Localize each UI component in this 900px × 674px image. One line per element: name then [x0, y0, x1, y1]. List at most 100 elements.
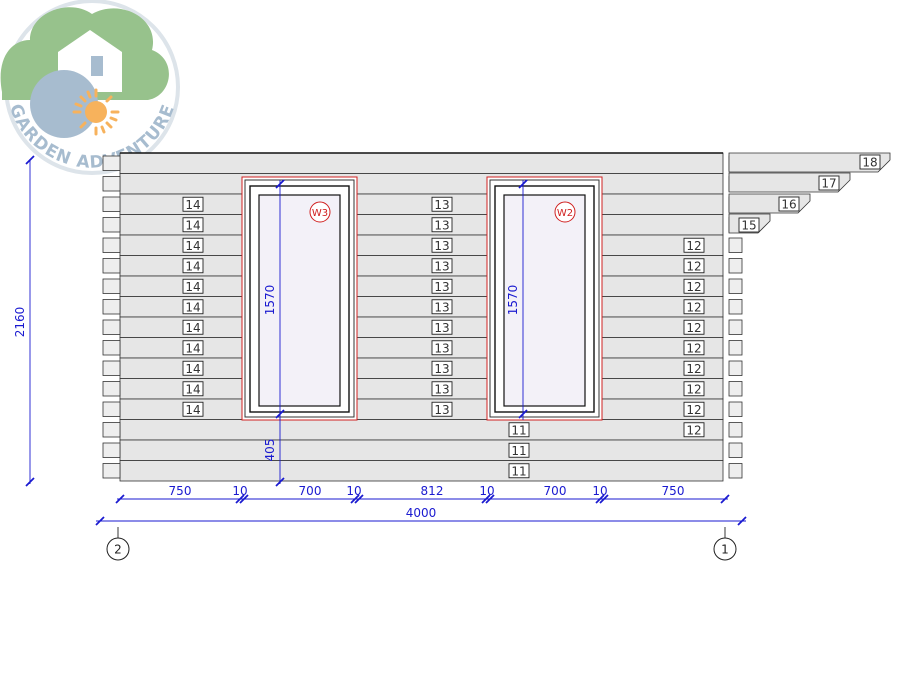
width-segment-label: 10 [232, 484, 247, 498]
log-label-right: 12 [683, 258, 705, 273]
svg-text:13: 13 [434, 362, 449, 376]
width-segment-label: 10 [592, 484, 607, 498]
roof-label: 15 [738, 217, 760, 233]
log-label-right: 12 [683, 381, 705, 396]
log-label-left: 14 [182, 381, 204, 396]
log-labels: 1414141414141414141414131313131313131313… [182, 154, 881, 478]
window-mark-circle [554, 201, 576, 223]
log-end-left [102, 258, 121, 274]
sill-height-dimension: 405 [263, 414, 285, 487]
log-label-middle: 13 [431, 340, 453, 355]
log-label-left: 14 [182, 401, 204, 417]
svg-text:1: 1 [721, 543, 729, 557]
log-label-middle: 13 [431, 401, 453, 417]
wall-log [119, 275, 724, 297]
height-dimension: 2160 [13, 155, 35, 487]
log-label-right: 12 [683, 319, 705, 335]
log-end-right [728, 258, 743, 274]
svg-text:13: 13 [434, 280, 449, 294]
log-end-right [728, 463, 743, 479]
log-end-right [728, 381, 743, 397]
window-w3: W3 [241, 176, 358, 421]
svg-text:13: 13 [434, 218, 449, 232]
log-label-right: 12 [683, 360, 705, 376]
log-end-right [728, 442, 743, 458]
svg-text:14: 14 [185, 382, 200, 396]
wall-log [119, 234, 724, 256]
svg-text:17: 17 [821, 177, 836, 191]
svg-text:2: 2 [114, 543, 122, 557]
svg-text:14: 14 [185, 259, 200, 273]
wall-log [119, 357, 724, 379]
log-label-middle: 13 [431, 258, 453, 273]
window-height-dimension: 1570 [506, 179, 528, 420]
window-glass [503, 194, 586, 407]
roof-label: 16 [778, 196, 800, 212]
log-label-left: 14 [182, 237, 204, 253]
log-end-left [102, 278, 121, 294]
width-segment-label: 812 [421, 484, 444, 498]
log-end-left [102, 196, 121, 212]
wall-log [119, 152, 724, 174]
svg-text:12: 12 [686, 341, 701, 355]
svg-text:12: 12 [686, 259, 701, 273]
svg-text:12: 12 [686, 280, 701, 294]
log-end-left [102, 442, 121, 458]
svg-text:14: 14 [185, 198, 200, 212]
log-label-bottom: 11 [508, 463, 530, 478]
svg-text:13: 13 [434, 259, 449, 273]
roof-label: 17 [818, 175, 840, 191]
log-label-middle: 13 [431, 237, 453, 253]
log-end-left [102, 155, 121, 171]
svg-text:13: 13 [434, 198, 449, 212]
svg-text:11: 11 [511, 464, 526, 478]
log-label-middle: 13 [431, 360, 453, 376]
svg-text:18: 18 [862, 156, 877, 170]
svg-text:13: 13 [434, 300, 449, 314]
svg-text:14: 14 [185, 280, 200, 294]
svg-text:1570: 1570 [263, 285, 277, 316]
log-label-left: 14 [182, 278, 204, 294]
width-segment-label: 10 [479, 484, 494, 498]
log-end-right [728, 237, 743, 253]
svg-text:12: 12 [686, 300, 701, 314]
wall-log [119, 398, 724, 420]
log-end-left [102, 463, 121, 479]
total-width-label: 4000 [406, 506, 437, 520]
wall-log [119, 419, 724, 441]
svg-text:1570: 1570 [506, 285, 520, 316]
svg-text:13: 13 [434, 321, 449, 335]
log-label-right: 12 [683, 422, 705, 437]
log-end-right [728, 422, 743, 438]
axis-marker: 1 [713, 527, 737, 561]
log-label-left: 14 [182, 258, 204, 273]
svg-text:12: 12 [686, 382, 701, 396]
height-dimension-label: 2160 [13, 307, 27, 338]
svg-text:12: 12 [686, 321, 701, 335]
svg-text:12: 12 [686, 239, 701, 253]
roof-label: 18 [859, 154, 881, 170]
wall-log [119, 296, 724, 318]
svg-text:13: 13 [434, 403, 449, 417]
wall-log [119, 439, 724, 461]
total-width-dimension: 4000 [95, 506, 747, 526]
log-end-right [728, 278, 743, 294]
log-label-left: 14 [182, 340, 204, 355]
svg-text:14: 14 [185, 218, 200, 232]
log-label-left: 14 [182, 299, 204, 314]
log-label-bottom: 11 [508, 442, 530, 458]
width-segment-label: 700 [299, 484, 322, 498]
log-label-middle: 13 [431, 278, 453, 294]
svg-text:12: 12 [686, 362, 701, 376]
window-mark-circle [309, 201, 331, 223]
log-label-middle: 13 [431, 319, 453, 335]
log-label-left: 14 [182, 319, 204, 335]
garden-adventure-logo: GARDEN ADVENTURE [0, 0, 180, 175]
log-end-right [728, 401, 743, 417]
log-end-right [728, 360, 743, 376]
log-end-left [102, 340, 121, 356]
